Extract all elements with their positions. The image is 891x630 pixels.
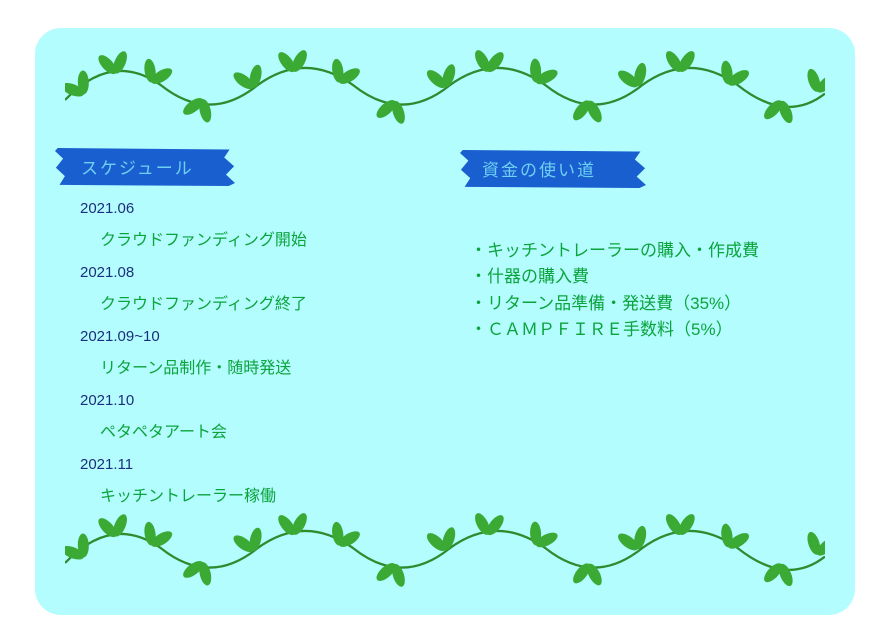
schedule-event: リターン品制作・随時発送 bbox=[100, 360, 292, 377]
fund-item: ・ＣＡＭＰＦＩＲＥ手数料（5%） bbox=[470, 320, 733, 340]
schedule-event: クラウドファンディング開始 bbox=[100, 232, 307, 249]
funds-header-tape: 資金の使い道 bbox=[460, 150, 646, 188]
schedule-section: スケジュール 2021.06 クラウドファンディング開始 2021.08 クラウ… bbox=[55, 148, 455, 510]
card: スケジュール 2021.06 クラウドファンディング開始 2021.08 クラウ… bbox=[35, 28, 855, 615]
funds-title: 資金の使い道 bbox=[482, 161, 596, 180]
schedule-date: 2021.11 bbox=[80, 456, 134, 473]
schedule-date: 2021.06 bbox=[80, 200, 135, 217]
vine-decoration-bottom bbox=[65, 505, 825, 599]
schedule-date: 2021.08 bbox=[80, 264, 135, 281]
schedule-event: キッチントレーラー稼働 bbox=[100, 488, 277, 505]
schedule-event: ペタペタアート会 bbox=[100, 424, 228, 441]
schedule-header-tape: スケジュール bbox=[55, 148, 235, 186]
schedule-date: 2021.10 bbox=[80, 392, 135, 409]
schedule-date: 2021.09~10 bbox=[80, 328, 160, 345]
funds-list: ・キッチントレーラーの購入・作成費 ・什器の購入費 ・リターン品準備・発送費（3… bbox=[470, 238, 850, 343]
fund-item: ・リターン品準備・発送費（35%） bbox=[470, 293, 742, 313]
funds-section: 資金の使い道 ・キッチントレーラーの購入・作成費 ・什器の購入費 ・リターン品準… bbox=[460, 150, 850, 343]
vine-decoration-top bbox=[65, 42, 825, 136]
schedule-title: スケジュール bbox=[81, 159, 194, 178]
fund-item: ・什器の購入費 bbox=[470, 267, 589, 287]
fund-item: ・キッチントレーラーの購入・作成費 bbox=[470, 241, 759, 260]
schedule-event: クラウドファンディング終了 bbox=[100, 296, 307, 313]
schedule-list: 2021.06 クラウドファンディング開始 2021.08 クラウドファンディン… bbox=[55, 200, 455, 506]
